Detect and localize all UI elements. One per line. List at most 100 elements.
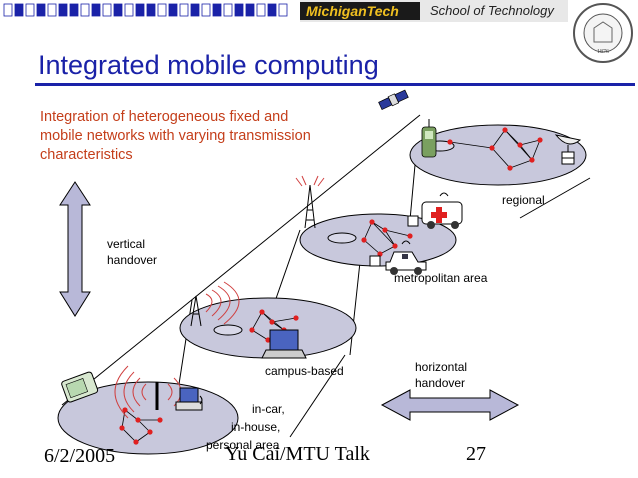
network-link: [121, 409, 126, 429]
network-node: [147, 429, 153, 435]
network-link: [135, 431, 151, 443]
network-node: [157, 417, 163, 423]
header-squares: [3, 3, 288, 17]
network-node: [122, 407, 128, 413]
network-link: [531, 139, 541, 161]
ambulance-icon: [421, 192, 463, 229]
handheld-device-icon: [61, 371, 99, 403]
header-square: [179, 3, 189, 17]
label-local-2: in-house,: [231, 420, 281, 434]
network-link: [384, 229, 396, 247]
plug-icon: [369, 215, 419, 267]
campus-signal-icon: [205, 281, 240, 325]
label-metropolitan: metropolitan area: [394, 271, 488, 285]
title-underline: [35, 83, 635, 86]
header-square: [157, 3, 167, 17]
header-square: [102, 3, 112, 17]
header-square: [223, 3, 233, 17]
network-node: [507, 165, 513, 171]
network-node: [489, 145, 495, 151]
header-square: [190, 3, 200, 17]
network-link: [251, 311, 263, 331]
network-link: [371, 221, 396, 247]
network-node: [119, 425, 125, 431]
intro-text: Integration of heterogeneous fixed and m…: [40, 109, 311, 163]
header-square: [234, 3, 244, 17]
header-square: [69, 3, 79, 17]
network-node: [259, 309, 265, 315]
header-square: [80, 3, 90, 17]
header-square: [256, 3, 266, 17]
label-horizontal-2: handover: [415, 376, 466, 390]
label-local-1: in-car,: [252, 402, 285, 416]
network-node: [135, 417, 141, 423]
footer-page-number: 27: [466, 443, 486, 465]
label-vertical-1: vertical: [107, 237, 146, 251]
header-square: [113, 3, 123, 17]
campus-cell: [179, 297, 357, 359]
horizontal-handover-arrow: [380, 389, 520, 421]
police-car-icon: [385, 240, 427, 275]
local-network: [119, 407, 163, 445]
header-square: [58, 3, 68, 17]
footer-date: 6/2/2005: [44, 445, 116, 467]
network-node: [361, 237, 367, 243]
antenna-tower-icon: [304, 184, 316, 229]
network-node: [502, 127, 508, 133]
network-link: [121, 427, 137, 443]
network-link: [363, 239, 381, 255]
svg-text:School of Technology: School of Technology: [430, 3, 555, 18]
network-node: [249, 327, 255, 333]
svg-text:1876: 1876: [597, 49, 609, 55]
header-square: [201, 3, 211, 17]
network-link: [379, 245, 396, 255]
satellite-dish-icon: [554, 134, 582, 165]
slide-title: Integrated mobile computing: [38, 50, 379, 80]
header-square: [14, 3, 24, 17]
header-square: [135, 3, 145, 17]
network-link: [491, 147, 511, 169]
network-node: [293, 315, 299, 321]
label-campus: campus-based: [265, 364, 344, 378]
network-link: [519, 139, 541, 146]
header-square: [25, 3, 35, 17]
university-seal: 1876: [573, 3, 633, 63]
network-node: [392, 243, 398, 249]
campus-antenna-icon: [190, 295, 202, 327]
laptop-icon: [261, 329, 307, 359]
header-square: [36, 3, 46, 17]
network-link: [491, 129, 506, 149]
network-link: [251, 329, 269, 341]
network-node: [265, 337, 271, 343]
header-square: [3, 3, 13, 17]
header-square: [124, 3, 134, 17]
network-node: [382, 227, 388, 233]
svg-text:MichiganTech: MichiganTech: [306, 3, 399, 19]
network-node: [269, 319, 275, 325]
network-link: [137, 419, 151, 433]
network-node: [133, 439, 139, 445]
network-node: [377, 251, 383, 257]
network-link: [124, 409, 139, 421]
vertical-handover-arrow: [59, 181, 91, 317]
satellite-icon: [378, 89, 409, 111]
network-link: [363, 221, 373, 241]
network-node: [447, 139, 453, 145]
label-local-3: personal area: [206, 438, 280, 452]
header-square: [278, 3, 288, 17]
desktop-computer-icon: [175, 387, 203, 411]
header-square: [212, 3, 222, 17]
header-square: [47, 3, 57, 17]
antenna-signal-icon: [295, 175, 325, 187]
network-node: [407, 233, 413, 239]
network-node: [537, 137, 543, 143]
regional-network: [447, 127, 543, 171]
label-regional: regional: [502, 193, 545, 207]
michigan-tech-logo: MichiganTech School of Technology: [300, 0, 568, 22]
layer-connectors: [61, 114, 591, 438]
network-link: [449, 141, 493, 149]
network-node: [369, 219, 375, 225]
metropolitan-network: [361, 219, 413, 257]
network-link: [271, 317, 297, 323]
